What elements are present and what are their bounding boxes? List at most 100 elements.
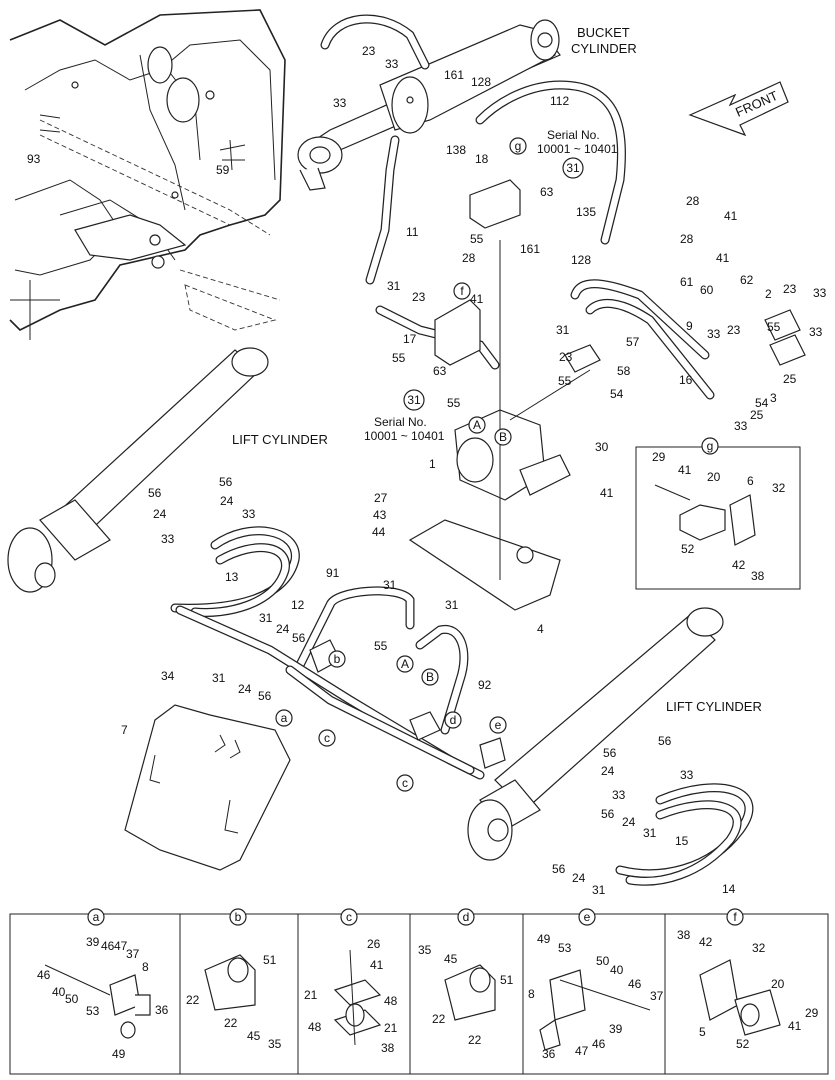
callout-55: 55 (392, 351, 406, 365)
detail-e-label-36: 36 (542, 1047, 556, 1061)
callout-24: 24 (220, 494, 234, 508)
callout-56: 56 (148, 486, 162, 500)
detail-b-label-22: 22 (224, 1016, 238, 1030)
callout-41: 41 (470, 292, 484, 306)
detail-ref-a: a (281, 711, 288, 725)
callout-56: 56 (219, 475, 233, 489)
serial-note-line2: 10001 ~ 10401 (537, 142, 618, 156)
callout-56: 56 (292, 631, 306, 645)
detail-ref-b: b (334, 652, 341, 666)
callout-23: 23 (727, 323, 741, 337)
lift-hoses (170, 526, 754, 886)
callout-91: 91 (326, 566, 340, 580)
callout-13: 13 (225, 570, 239, 584)
callout-33: 33 (612, 788, 626, 802)
serial-note-line1: Serial No. (547, 128, 600, 142)
callout-33: 33 (161, 532, 175, 546)
detail-e-label-47: 47 (575, 1044, 589, 1058)
callout-16: 16 (679, 373, 693, 387)
detail-a-label-46: 46 (37, 968, 51, 982)
detail-ref-a-circle (275, 709, 293, 727)
bucket-hoses (320, 14, 715, 400)
front-frame-drawing (9, 9, 286, 340)
detail-a-label-53: 53 (86, 1004, 100, 1018)
callout-27: 27 (374, 491, 388, 505)
detail-ref-b-circle (328, 650, 346, 668)
detail-a-label-39: 39 (86, 935, 100, 949)
detail-d-label-35: 35 (418, 943, 432, 957)
detail-g-label-29: 29 (652, 450, 666, 464)
callout-28: 28 (686, 194, 700, 208)
callout-128: 128 (571, 253, 591, 267)
callout-31: 31 (259, 611, 273, 625)
callout-23: 23 (559, 350, 573, 364)
cover-plate (124, 704, 291, 871)
steel-pipes (175, 605, 506, 780)
detail-c-label-38: 38 (381, 1041, 395, 1055)
detail-g-letter-circle (701, 437, 719, 455)
callout-59: 59 (216, 163, 230, 177)
detail-g-label-20: 20 (707, 470, 721, 484)
callout-63: 63 (433, 364, 447, 378)
callout-25: 25 (783, 372, 797, 386)
callout-61: 61 (680, 275, 694, 289)
detail-f-label-42: 42 (699, 935, 713, 949)
port-a: A (473, 418, 481, 432)
callout-24: 24 (572, 871, 586, 885)
callout-60: 60 (700, 283, 714, 297)
detail-ref-c-circle (318, 729, 336, 747)
detail-ref-c-circle (396, 774, 414, 792)
callout-138: 138 (446, 143, 466, 157)
detail-a-label-8: 8 (142, 960, 149, 974)
callout-23: 23 (362, 44, 376, 58)
callout-33: 33 (707, 327, 721, 341)
detail-a-label-47: 47 (114, 939, 128, 953)
callout-31: 31 (445, 598, 459, 612)
detail-ref-f-circle (453, 282, 471, 300)
detail-a-label-49: 49 (112, 1047, 126, 1061)
callout-58: 58 (617, 364, 631, 378)
detail-a-label-50: 50 (65, 992, 79, 1006)
callout-17: 17 (403, 332, 417, 346)
detail-d-label-22: 22 (432, 1012, 446, 1026)
port-a-circle (396, 655, 414, 673)
lift-cylinder-left-title: LIFT CYLINDER (232, 432, 328, 447)
callout-57: 57 (626, 335, 640, 349)
detail-a-label-46: 46 (101, 939, 115, 953)
callout-24: 24 (276, 622, 290, 636)
detail-c-label-41: 41 (370, 958, 384, 972)
callout-3: 3 (770, 391, 777, 405)
callout-25: 25 (750, 408, 764, 422)
callout-55: 55 (447, 396, 461, 410)
detail-a-letter-circle (87, 908, 105, 926)
detail-c-label-21: 21 (304, 988, 318, 1002)
serial-note-ref: 31 (407, 393, 421, 407)
detail-a-letter: a (93, 910, 100, 924)
detail-e-label-50: 50 (596, 954, 610, 968)
callout-55: 55 (558, 374, 572, 388)
detail-ref-e: e (495, 718, 502, 732)
detail-g-label-32: 32 (772, 481, 786, 495)
callout-56: 56 (658, 734, 672, 748)
detail-c-label-26: 26 (367, 937, 381, 951)
detail-c-label-48: 48 (308, 1020, 322, 1034)
bucket-cylinder-drawing: BUCKET CYLINDER (297, 19, 637, 191)
port-a-circle (468, 416, 486, 434)
detail-g-box (635, 446, 801, 590)
port-b-circle (494, 428, 512, 446)
callout-24: 24 (622, 815, 636, 829)
callout-33: 33 (813, 286, 827, 300)
callout-11: 11 (406, 225, 419, 239)
serial-note-ref-circle (403, 389, 425, 411)
detail-b-label-22: 22 (186, 993, 200, 1007)
callout-24: 24 (601, 764, 615, 778)
callout-23: 23 (783, 282, 797, 296)
detail-g-letter: g (707, 439, 714, 453)
detail-f-label-5: 5 (699, 1025, 706, 1039)
bucket-cylinder-title-1: BUCKET (577, 25, 630, 40)
callout-62: 62 (740, 273, 754, 287)
serial-note-line1: Serial No. (374, 415, 427, 429)
callout-41: 41 (600, 486, 614, 500)
port-b: B (426, 670, 434, 684)
